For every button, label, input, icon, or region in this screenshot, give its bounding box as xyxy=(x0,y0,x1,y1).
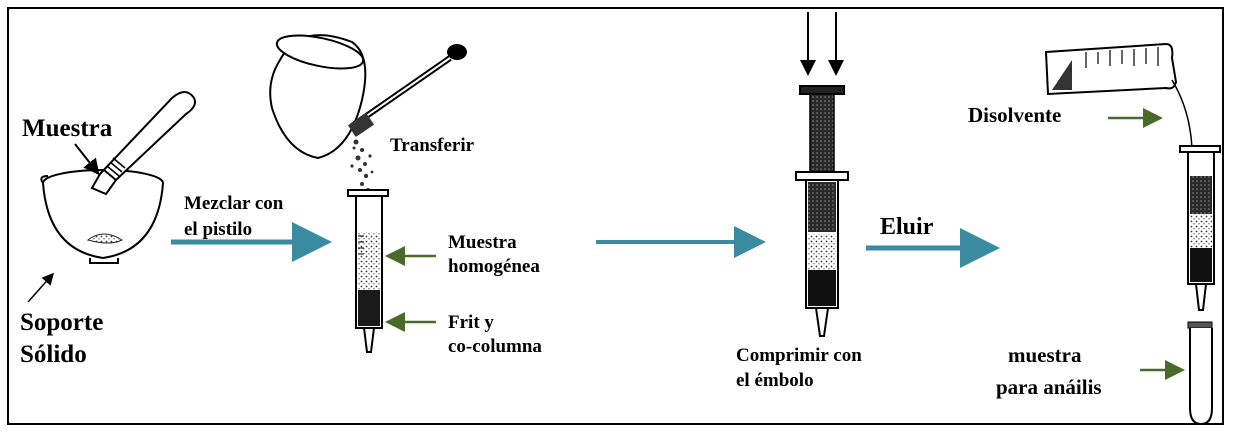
label-frit-2: co-columna xyxy=(448,336,542,357)
label-comprimir-2: el émbolo xyxy=(736,370,814,391)
falling-powder xyxy=(350,139,374,192)
label-muestra: Muestra xyxy=(22,115,113,142)
label-analisis-1: muestra xyxy=(1008,343,1082,367)
graduated-cylinder-icon xyxy=(1044,42,1193,149)
label-disolvente: Disolvente xyxy=(968,103,1061,127)
label-transferir: Transferir xyxy=(390,135,475,156)
label-eluir: Eluir xyxy=(880,214,934,240)
label-soporte-1: Soporte xyxy=(20,309,103,336)
column-3-icon xyxy=(1179,145,1221,311)
column-2-icon xyxy=(795,12,849,337)
pestle-icon xyxy=(90,91,196,196)
label-mezclar-1: Mezclar con xyxy=(184,193,284,214)
spatula-icon xyxy=(347,44,467,137)
label-mezclar-2: el pistilo xyxy=(184,219,252,240)
column-1-icon xyxy=(347,189,389,353)
soporte-pointer-arrow xyxy=(27,272,54,303)
label-muestra-homog-1: Muestra xyxy=(448,232,517,253)
label-analisis-2: para anáilis xyxy=(996,375,1102,399)
transfer-bowl-icon xyxy=(269,34,367,160)
label-frit-1: Frit y xyxy=(448,312,494,333)
label-soporte-2: Sólido xyxy=(20,341,87,368)
muestra-pointer-arrow xyxy=(74,143,100,176)
mortar-icon xyxy=(40,169,164,264)
label-comprimir-1: Comprimir con xyxy=(736,345,862,366)
diagram-frame xyxy=(7,7,1224,425)
label-muestra-homog-2: homogénea xyxy=(448,256,540,277)
test-tube-icon xyxy=(1187,321,1213,426)
